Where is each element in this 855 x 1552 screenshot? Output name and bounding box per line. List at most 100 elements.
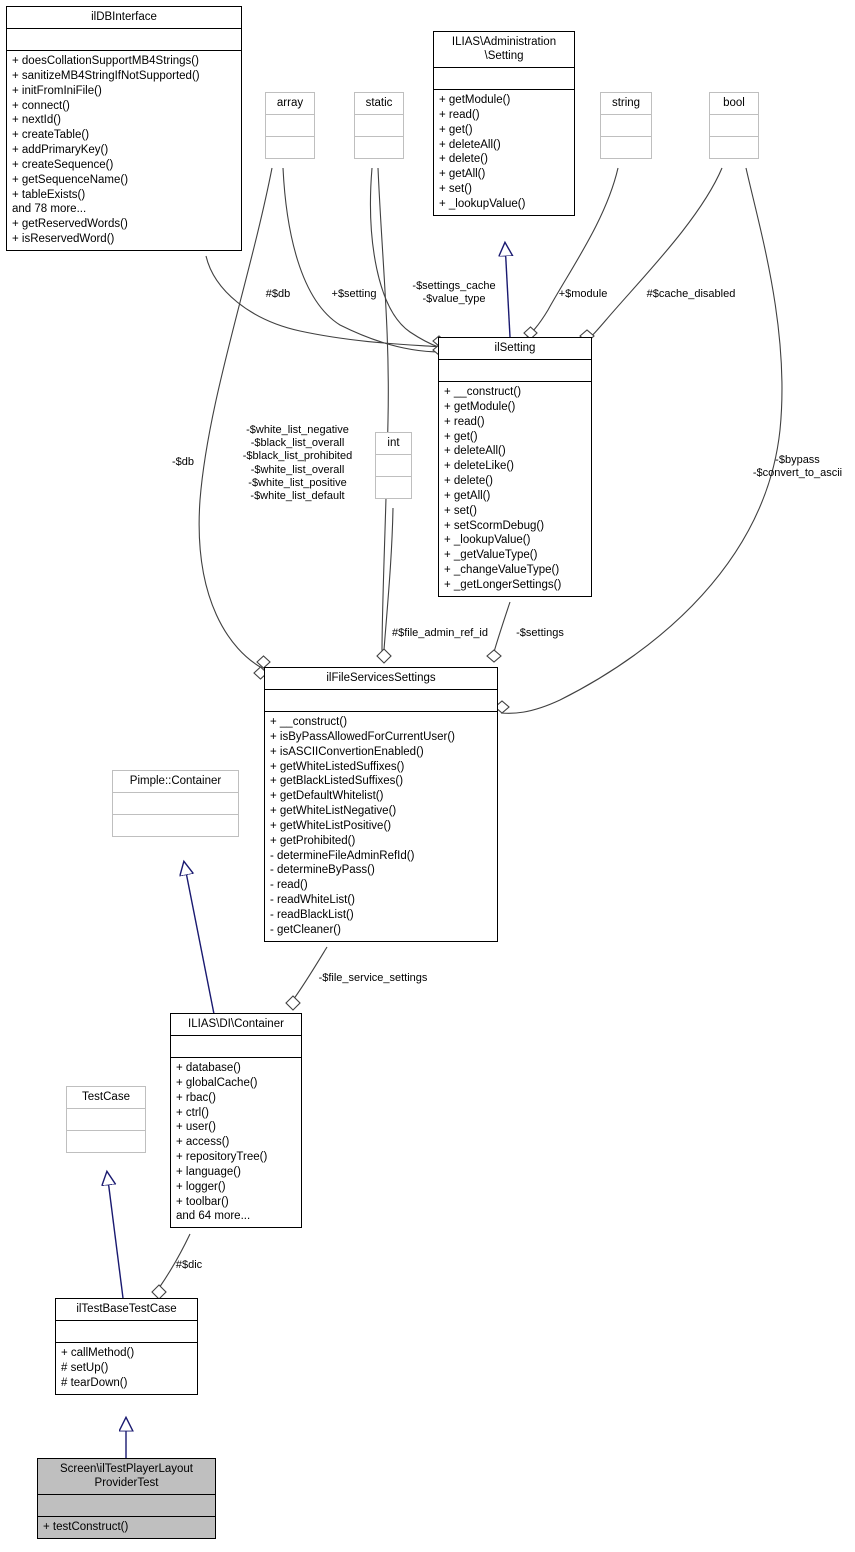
node-di-container[interactable]: ILIAS\DI\Container + database() + globalC… [170, 1013, 302, 1229]
methods-compartment [67, 1131, 145, 1152]
member-row: + ctrl() [176, 1106, 209, 1119]
member-row: + user() [176, 1121, 216, 1134]
member-row: - getCleaner() [270, 923, 341, 936]
compartment-divider [265, 711, 497, 712]
compartment-divider [266, 136, 314, 137]
compartment-divider [113, 814, 238, 815]
node-title: static [365, 97, 393, 109]
node-static[interactable]: static [354, 92, 404, 159]
methods-compartment [113, 815, 238, 836]
member-row: + database() [176, 1062, 241, 1074]
attributes-compartment [265, 690, 497, 711]
methods-compartment: + __construct() + getModule() + read() + ge… [439, 382, 591, 596]
member-row: + getBlackListedSuffixes() [270, 775, 404, 788]
compartment-divider [434, 89, 574, 90]
compartment-divider [376, 454, 411, 455]
node-string[interactable]: string [600, 92, 652, 159]
node-title: ILIAS\DI\Container [188, 1018, 284, 1030]
attributes-compartment [376, 455, 411, 476]
compartment-divider [710, 114, 758, 115]
compartment-divider [171, 1057, 301, 1058]
member-row: + delete() [444, 475, 493, 488]
member-row: + toolbar() [176, 1195, 229, 1208]
member-row: + deleteAll() [439, 138, 501, 151]
node-title: bool [723, 97, 745, 109]
node-array[interactable]: array [265, 92, 315, 159]
member-row: + _lookupValue() [439, 197, 526, 210]
member-row: + logger() [176, 1180, 226, 1193]
member-row: + createSequence() [12, 158, 114, 171]
member-row: + _getLongerSettings() [444, 578, 562, 591]
node-bool[interactable]: bool [709, 92, 759, 159]
methods-compartment: + testConstruct() [38, 1517, 215, 1538]
methods-compartment: + __construct()+ isByPassAllowedForCurre… [265, 712, 497, 941]
attributes-compartment [710, 115, 758, 136]
node-administration-setting[interactable]: ILIAS\Administration \Setting + getModul… [433, 31, 575, 216]
compartment-divider [38, 1494, 215, 1495]
edge-label-settings-cache: -$settings_cache -$value_type [412, 280, 496, 306]
node-testcase[interactable]: TestCase [66, 1086, 146, 1153]
node-title: ILIAS\Administration \Setting [451, 36, 557, 62]
node-title: array [276, 97, 304, 109]
member-row: + read() [444, 415, 485, 428]
member-row: + getWhiteListNegative() [270, 805, 397, 818]
node-title: TestCase [82, 1091, 130, 1103]
member-row: + language() [176, 1165, 241, 1178]
methods-compartment: + doesCollationSupportMB4Strings()+ sani… [7, 51, 241, 250]
compartment-divider [355, 114, 403, 115]
edge-label-db-fileservices: -$db [171, 456, 195, 468]
member-row: + repositoryTree() [176, 1151, 268, 1164]
node-title: ilSetting [494, 342, 536, 354]
member-row: + createTable() [12, 129, 90, 142]
node-int[interactable]: int [375, 432, 412, 499]
attributes-compartment [439, 360, 591, 381]
compartment-divider [56, 1320, 197, 1321]
compartment-divider [434, 67, 574, 68]
member-row: + getModule() [444, 400, 516, 413]
node-iltestbasetestcase[interactable]: ilTestBaseTestCase + callMethod()# setUp… [55, 1298, 198, 1395]
node-title: Pimple::Container [129, 775, 222, 787]
member-row: - read() [270, 879, 308, 892]
node-title: ilFileServicesSettings [326, 672, 436, 684]
member-row: + getAll() [444, 489, 491, 502]
attributes-compartment [56, 1321, 197, 1342]
edge-label-db-ilsetting: #$db [265, 288, 291, 300]
member-row: - determineByPass() [270, 864, 375, 877]
member-row: + deleteLike() [444, 460, 514, 473]
edge-label-dic: #$dic [175, 1259, 203, 1271]
methods-compartment [355, 137, 403, 158]
node-ilfileservicessettings[interactable]: ilFileServicesSettings + __construct()+ … [264, 667, 498, 942]
node-pimple-container[interactable]: Pimple::Container [112, 770, 239, 837]
member-row: + _changeValueType() [444, 564, 560, 577]
member-row: + deleteAll() [444, 445, 506, 458]
node-ilsetting[interactable]: ilSetting + __construct()+ getModule()+ … [438, 337, 592, 597]
methods-compartment [376, 477, 411, 498]
edge-label-file-admin-ref-id: #$file_admin_ref_id [391, 627, 488, 639]
methods-compartment: + callMethod()# setUp()# tearDown() [56, 1343, 197, 1394]
edge-label-file-service-settings: -$file_service_settings [318, 972, 428, 984]
member-row: + getReservedWords() [12, 218, 128, 231]
compartment-divider [601, 114, 651, 115]
compartment-divider [38, 1516, 215, 1517]
member-row: + globalCache() [176, 1076, 258, 1089]
node-ildbinterface[interactable]: ilDBInterface + doesCollationSupportMB4S… [6, 6, 242, 251]
member-row: + access() [176, 1136, 230, 1149]
edge-label-cache-disabled: #$cache_disabled [646, 288, 736, 300]
node-title: Screen\ilTestPlayerLayout ProviderTest [60, 1463, 193, 1489]
attributes-compartment [67, 1109, 145, 1130]
member-row: + __construct() [444, 386, 522, 398]
methods-compartment [266, 137, 314, 158]
compartment-divider [266, 114, 314, 115]
member-row: + connect() [12, 99, 70, 112]
member-row: + getProhibited() [270, 834, 356, 847]
member-row: + tableExists() [12, 188, 86, 201]
compartment-divider [265, 689, 497, 690]
member-row: + _lookupValue() [444, 534, 531, 547]
member-row: + nextId() [12, 114, 61, 127]
node-subject-iltestplayerlayoutprovidertest[interactable]: Screen\ilTestPlayerLayout ProviderTest +… [37, 1458, 216, 1539]
member-row: + doesCollationSupportMB4Strings() [12, 55, 199, 67]
compartment-divider [67, 1130, 145, 1131]
member-row: + callMethod() [61, 1347, 135, 1359]
member-row: + delete() [439, 153, 488, 166]
